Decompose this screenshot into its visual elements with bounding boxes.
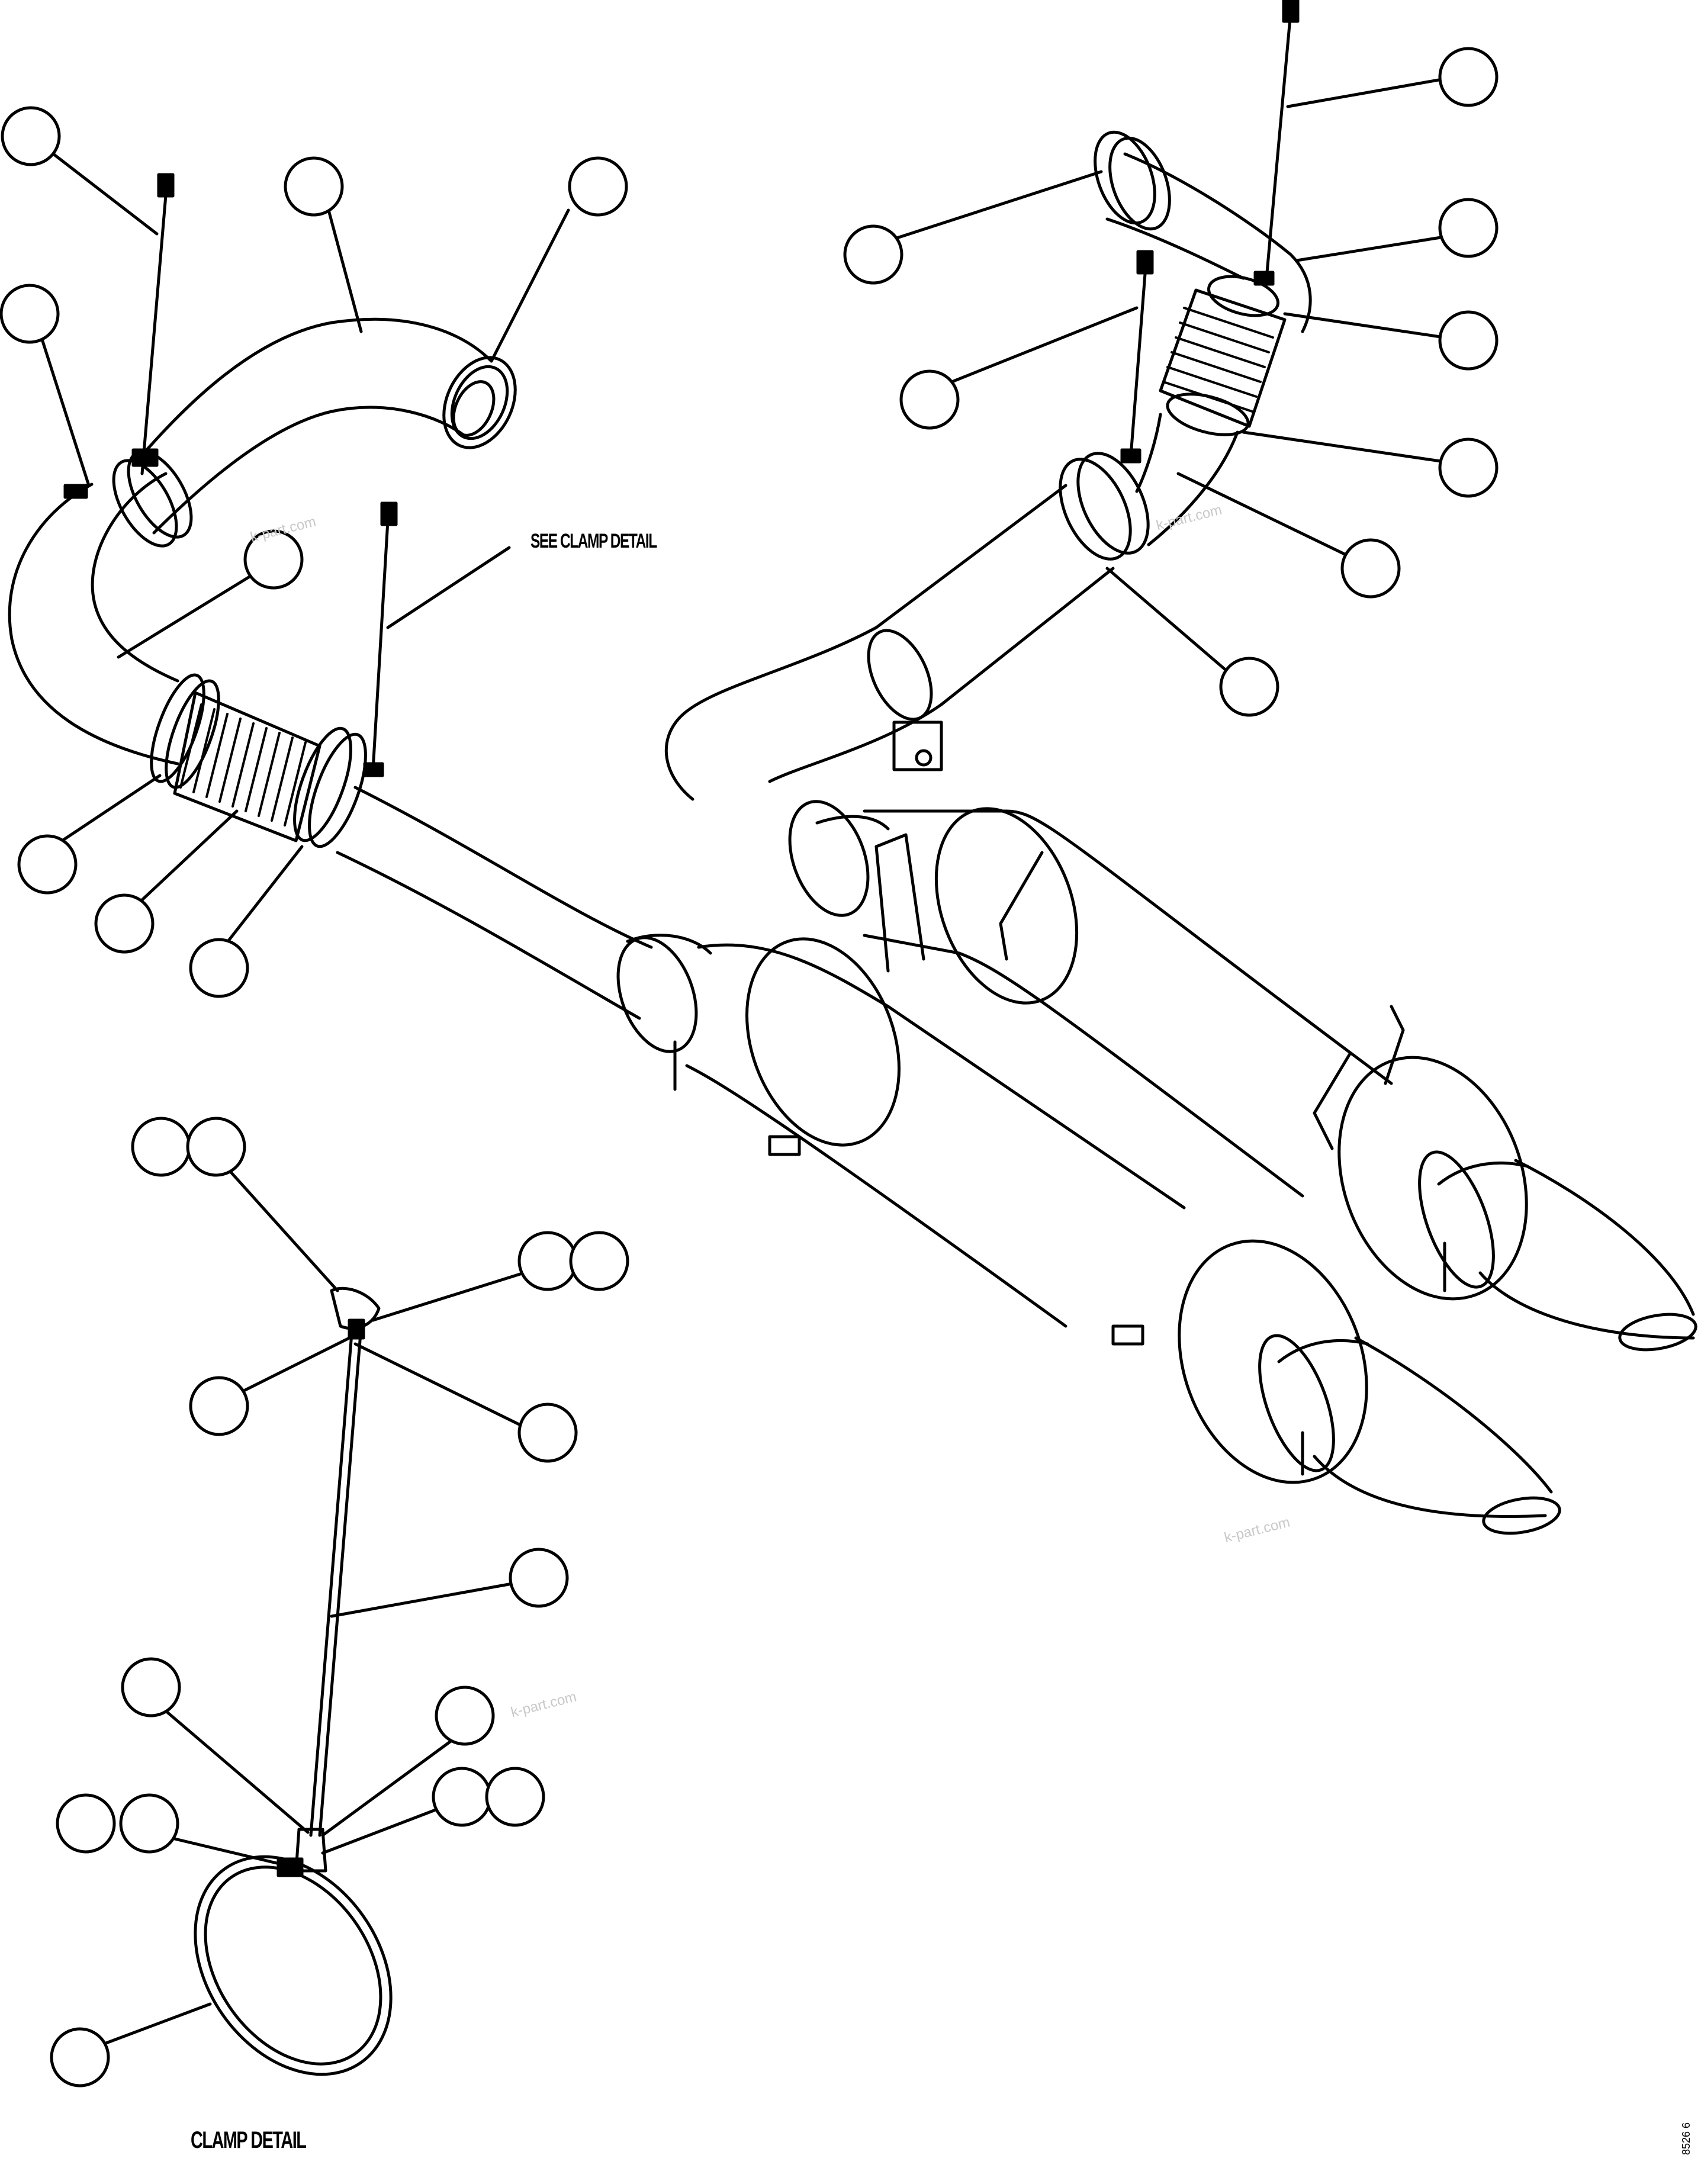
leader-lines — [40, 78, 1446, 2050]
left-elbow-pipe — [8, 317, 493, 765]
left-upper-clamp — [63, 448, 193, 548]
rear-muffler — [788, 800, 1697, 1352]
muffler-brackets — [673, 833, 1446, 1476]
right-s-pipe — [664, 626, 943, 801]
left-straight-pipe — [336, 786, 653, 1020]
callout-circles — [0, 47, 1499, 2087]
document-number: 8526 6 — [1680, 2122, 1692, 2155]
right-bellows — [1159, 275, 1287, 436]
hanger-rod-left-1 — [140, 173, 175, 475]
clamp-detail-assembly — [194, 1286, 393, 2076]
right-elbow-pipe — [1094, 130, 1312, 333]
right-lower-elbow — [867, 413, 1239, 721]
hanger-rod-right-1 — [1253, 0, 1300, 286]
hanger-rod-right-2 — [1120, 250, 1154, 464]
front-muffler — [616, 934, 1561, 1535]
left-elbow-outlet — [442, 356, 517, 449]
hanger-rod-left-2 — [363, 501, 398, 777]
clamp-detail-label: CLAMP DETAIL — [191, 2127, 307, 2153]
left-bellows — [150, 673, 367, 848]
see-clamp-detail-label: SEE CLAMP DETAIL — [530, 530, 657, 552]
